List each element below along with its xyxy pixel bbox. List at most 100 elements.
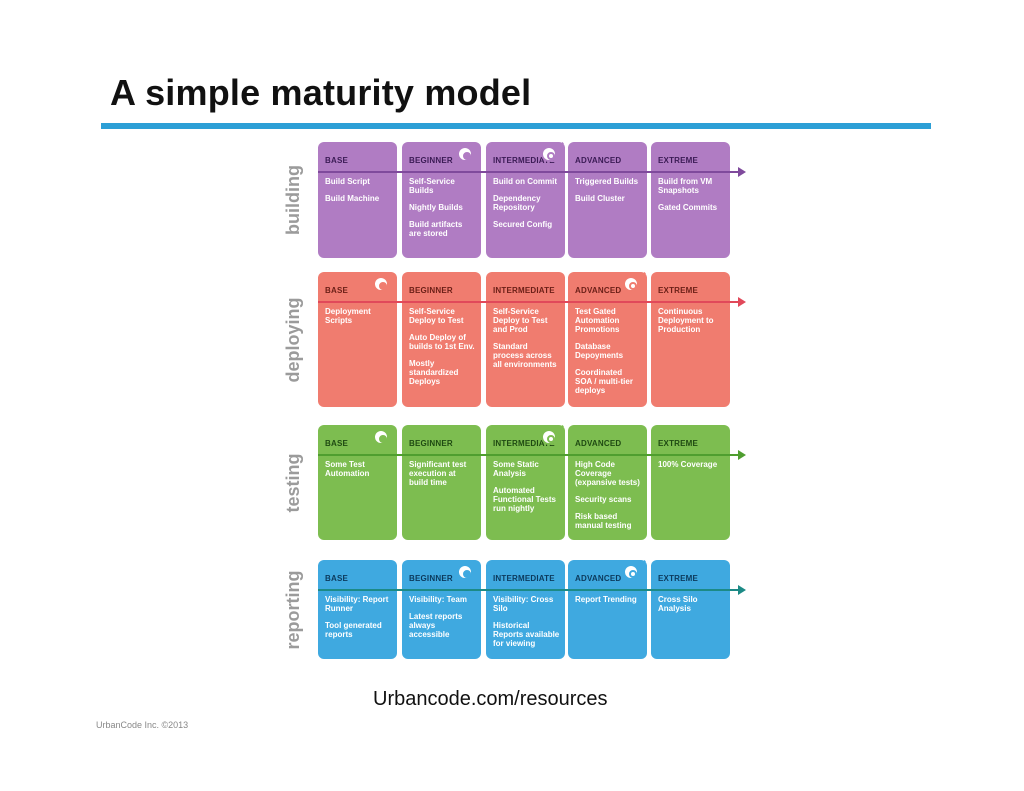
level-name: ADVANCED [575,286,622,295]
level-name: EXTREME [658,574,699,583]
practice-item: Security scans [575,495,632,504]
practice-item: Test Gated Automation Promotions [575,307,620,334]
practice-item: Mostly standardized Deploys [409,359,459,386]
level-name: BEGINNER [409,439,453,448]
level-name: BASE [325,574,349,583]
practice-item: Risk based manual testing [575,512,632,530]
level-name: ADVANCED [575,574,622,583]
arrow-head-icon [738,297,746,307]
practice-item: Visibility: Cross Silo [493,595,554,613]
card-deploying-base: BASE Deployment Scripts [318,272,397,407]
level-items: 100% Coverage [658,460,726,477]
practice-item: Database Depoyments [575,342,624,360]
target-icon [623,564,639,580]
level-name: BEGINNER [409,574,453,583]
card-testing-extreme: EXTREME 100% Coverage [651,425,730,540]
practice-item: Latest reports always accessible [409,612,463,639]
row-label-testing: testing [282,453,303,513]
progress-arrow [318,301,738,303]
practice-item: Self-Service Deploy to Test and Prod [493,307,548,334]
target-icon [623,276,639,292]
practice-item: Build Machine [325,194,380,203]
row-label-reporting: reporting [282,570,303,649]
source-link[interactable]: Urbancode.com/resources [373,688,608,710]
current-state-icon [457,146,473,162]
practice-item: Build artifacts are stored [409,220,463,238]
level-name: BEGINNER [409,156,453,165]
practice-item: Dependency Repository [493,194,541,212]
practice-item: Deployment Scripts [325,307,371,325]
slide-title: A simple maturity model [110,72,532,113]
card-reporting-extreme: EXTREME Cross Silo Analysis [651,560,730,659]
practice-item: Continuous Deployment to Production [658,307,714,334]
practice-item: Build Cluster [575,194,625,203]
level-name: ADVANCED [575,439,622,448]
level-name: INTERMEDIATE [493,156,555,165]
level-items: Continuous Deployment to Production [658,307,726,342]
level-name: BASE [325,286,349,295]
practice-item: Build from VM Snapshots [658,177,713,195]
level-name: ADVANCED [575,156,622,165]
practice-item: Automated Functional Tests run nightly [493,486,556,513]
level-items: Report Trending [575,595,643,612]
level-name: BASE [325,156,349,165]
practice-item: Report Trending [575,595,637,604]
level-name: EXTREME [658,286,699,295]
row-label-building: building [282,165,303,235]
practice-item: Secured Config [493,220,553,229]
practice-item: Build on Commit [493,177,557,186]
practice-item: Standard process across all environments [493,342,557,369]
practice-item: Some Static Analysis [493,460,539,478]
practice-item: Self-Service Deploy to Test [409,307,464,325]
level-name: BEGINNER [409,286,453,295]
card-deploying-intermediate: INTERMEDIATE Self-Service Deploy to Test … [486,272,565,407]
card-deploying-extreme: EXTREME Continuous Deployment to Producti… [651,272,730,407]
practice-item: Auto Deploy of builds to 1st Env. [409,333,475,351]
practice-item: Historical Reports available for viewing [493,621,560,648]
practice-item: Visibility: Team [409,595,467,604]
arrow-head-icon [738,167,746,177]
level-items: Cross Silo Analysis [658,595,726,621]
level-name: INTERMEDIATE [493,286,555,295]
practice-item: Nightly Builds [409,203,463,212]
level-name: EXTREME [658,156,699,165]
practice-item: High Code Coverage (expansive tests) [575,460,640,487]
practice-item: 100% Coverage [658,460,718,469]
arrow-head-icon [738,585,746,595]
progress-arrow [318,454,738,456]
target-icon [541,429,557,445]
practice-item: Coordinated SOA / multi-tier deploys [575,368,633,395]
current-state-icon [457,564,473,580]
current-state-icon [373,276,389,292]
practice-item: Significant test execution at build time [409,460,467,487]
level-name: BASE [325,439,349,448]
practice-item: Cross Silo Analysis [658,595,698,613]
level-name: INTERMEDIATE [493,439,555,448]
practice-item: Build Script [325,177,370,186]
level-items: Significant test execution at build time [409,460,477,495]
arrow-head-icon [738,450,746,460]
target-icon [541,146,557,162]
practice-item: Self-Service Builds [409,177,455,195]
level-name: INTERMEDIATE [493,574,555,583]
level-name: EXTREME [658,439,699,448]
practice-item: Gated Commits [658,203,718,212]
card-testing-beginner: BEGINNER Significant test execution at bu… [402,425,481,540]
practice-item: Visibility: Report Runner [325,595,389,613]
row-label-deploying: deploying [282,297,303,382]
